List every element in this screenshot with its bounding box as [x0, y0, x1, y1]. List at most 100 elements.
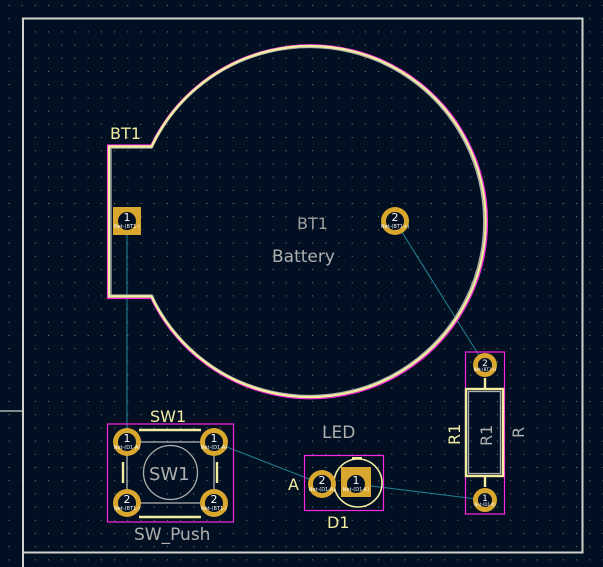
grid-dot [8, 189, 10, 191]
pad[interactable]: 1 Net-(BT1-) [113, 207, 141, 235]
grid-dot [351, 401, 353, 402]
grid-dot [298, 163, 300, 165]
grid-dot [417, 533, 419, 534]
grid-dot [391, 361, 393, 363]
grid-dot [430, 44, 432, 46]
grid-dot [470, 31, 472, 33]
grid-dot [430, 71, 432, 72]
pad[interactable]: 2 Net-(BT1+) [473, 353, 497, 377]
grid-dot [298, 348, 300, 350]
grid-dot [430, 533, 432, 534]
grid-dot [523, 348, 525, 350]
grid-dot [523, 189, 525, 191]
grid-dot [206, 321, 208, 323]
grid-dot [430, 150, 432, 152]
grid-dot [285, 44, 287, 46]
grid-dot [325, 321, 327, 323]
grid-dot [272, 546, 274, 548]
grid-dot [140, 84, 142, 86]
grid-dot [338, 348, 340, 350]
grid-dot [153, 427, 155, 429]
grid-dot [444, 123, 446, 125]
grid-dot [298, 335, 300, 336]
grid-dot [562, 440, 564, 442]
grid-dot [457, 229, 459, 231]
grid-dot [457, 216, 459, 218]
grid-dot [325, 123, 327, 125]
grid-dot [232, 414, 234, 416]
pad[interactable]: 1 Net-(D1-A) [113, 428, 141, 456]
grid-dot [61, 57, 63, 59]
grid-dot [246, 361, 248, 363]
grid-dot [8, 546, 10, 548]
grid-dot [114, 150, 116, 152]
grid-dot [404, 453, 406, 455]
grid-dot [285, 203, 287, 204]
footprint-sw1[interactable]: SW1 SW1 SW_Push 1 Net-(D1-A) 1 Net-(D1-A… [106, 407, 235, 545]
pad[interactable]: 2 Net-(D1-A) [308, 470, 336, 498]
grid-dot [523, 137, 525, 138]
grid-dot [219, 559, 221, 561]
grid-dot [404, 308, 406, 310]
grid-dot [444, 519, 446, 521]
grid-dot [364, 216, 366, 218]
pad[interactable]: 1 Net-(D1-K) [473, 488, 497, 512]
grid-dot [536, 5, 538, 6]
grid-dot [576, 335, 578, 336]
grid-dot [523, 71, 525, 72]
pad-number: 2 [124, 493, 131, 506]
footprint-d1[interactable]: LED A D1 2 Net-(D1-A) 1 Net-(D1-K) [288, 423, 385, 532]
pad[interactable]: 2 Net-(BT1+) [381, 207, 409, 235]
grid-dot [8, 5, 10, 6]
grid-dot [48, 189, 50, 191]
grid-dot [153, 57, 155, 59]
grid-dot [48, 335, 50, 336]
grid-dot [457, 506, 459, 508]
grid-dot [34, 123, 36, 125]
grid-dot [87, 295, 89, 297]
footprint-r1[interactable]: R1 R1 R 2 Net-(BT1+) 1 Net-(D1-K) [445, 351, 528, 515]
grid-dot [351, 255, 353, 257]
grid-dot [325, 31, 327, 33]
grid-dot [74, 282, 76, 284]
grid-dot [444, 255, 446, 257]
grid-dot [8, 31, 10, 33]
grid-dot [87, 71, 89, 72]
pad[interactable]: 2 Net-(BT1-) [113, 489, 141, 517]
grid-dot [338, 44, 340, 46]
grid-dot [153, 440, 155, 442]
grid-dot [74, 321, 76, 323]
grid-dot [193, 321, 195, 323]
grid-dot [193, 255, 195, 257]
grid-dot [114, 189, 116, 191]
grid-dot [430, 546, 432, 548]
grid-dot [153, 480, 155, 482]
grid-dot [312, 84, 314, 86]
grid-dot [166, 150, 168, 152]
grid-dot [404, 519, 406, 521]
grid-dot [364, 546, 366, 548]
grid-dot [496, 44, 498, 46]
grid-dot [61, 308, 63, 310]
pad[interactable]: 1 Net-(D1-K) [341, 467, 371, 497]
board-edge-outline [22, 17, 584, 567]
grid-dot [259, 242, 261, 244]
grid-dot [61, 137, 63, 138]
grid-dot [444, 137, 446, 138]
grid-dot [378, 401, 380, 402]
grid-dot [153, 361, 155, 363]
pad[interactable]: 1 Net-(D1-A) [200, 428, 228, 456]
grid-dot [404, 242, 406, 244]
grid-dot [496, 97, 498, 99]
grid-dot [470, 255, 472, 257]
grid-dot [378, 97, 380, 99]
grid-dot [232, 242, 234, 244]
grid-dot [180, 242, 182, 244]
pad[interactable]: 2 Net-(BT1-) [200, 489, 228, 517]
grid-dot [391, 97, 393, 99]
footprint-bt1[interactable]: BT1 BT1 Battery 1 Net-(BT1-) 2 Net-(BT1+… [106, 44, 489, 400]
grid-dot [589, 467, 591, 468]
grid-dot [87, 176, 89, 178]
grid-dot [470, 137, 472, 138]
